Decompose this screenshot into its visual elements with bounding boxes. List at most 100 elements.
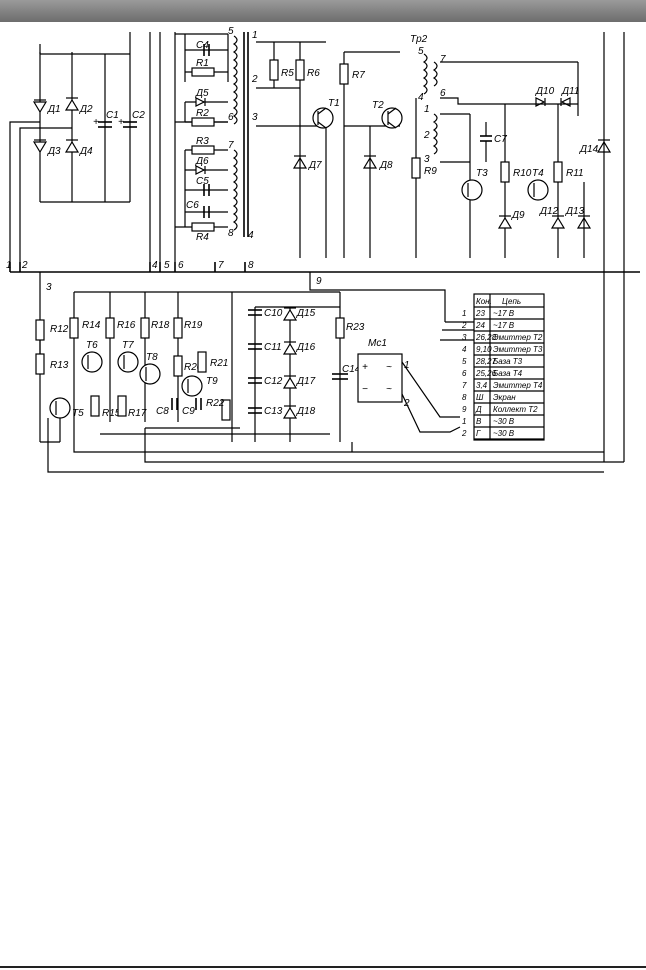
label-d13: Д13	[565, 206, 585, 217]
tr2-pin-2: 2	[423, 130, 430, 141]
diode-d17	[282, 375, 298, 389]
diode-d4	[64, 139, 80, 153]
diode-d6	[195, 165, 206, 175]
diode-d3	[32, 139, 48, 154]
bus-pin-6: 6	[178, 260, 184, 271]
label-c6: C6	[186, 200, 199, 211]
label-r16: R16	[117, 320, 136, 331]
capacitor-c12	[248, 377, 262, 384]
diode-d1	[32, 99, 48, 114]
tr2-pin-3: 3	[424, 154, 430, 165]
label-c5: C5	[196, 176, 209, 187]
label-r3: R3	[196, 136, 209, 147]
transistor-t2	[381, 107, 403, 129]
window-title-bar	[0, 0, 646, 22]
resistor-r12	[35, 319, 45, 341]
winding-pin-3: 3	[252, 112, 258, 123]
label-c1: C1	[106, 110, 119, 121]
bus-pin-5: 5	[164, 260, 170, 271]
capacitor-c5	[203, 184, 210, 196]
transistor-t3	[461, 179, 483, 201]
resistor-r11	[553, 161, 563, 183]
resistor-r10	[500, 161, 510, 183]
table-cell-circuit: База Т3	[493, 357, 523, 366]
label-r9: R9	[424, 166, 437, 177]
label-d11: Д11	[561, 86, 579, 97]
table-cell-circuit: ~17 B	[493, 309, 515, 318]
tr2-pin-7: 7	[440, 54, 446, 65]
label-d3: Д3	[47, 146, 61, 157]
mc1-tilde-2: ~	[386, 384, 392, 395]
table-side-number: 3	[462, 333, 467, 342]
label-c12: C12	[264, 376, 283, 387]
table-cell-contact: Ш	[476, 393, 484, 402]
label-r14: R14	[82, 320, 101, 331]
table-side-number: 6	[462, 369, 467, 378]
resistor-r14	[69, 317, 79, 339]
mc1-minus: −	[362, 384, 368, 395]
diode-d12	[550, 215, 566, 229]
winding-pin-7: 7	[228, 140, 234, 151]
label-t9: T9	[206, 376, 218, 387]
label-r13: R13	[50, 360, 69, 371]
label-tr2: Tp2	[410, 34, 428, 45]
table-header-cep: Цепь	[502, 297, 521, 306]
label-d14: Д14	[579, 144, 599, 155]
transistor-t5	[49, 397, 71, 419]
label-r22: R22	[206, 398, 225, 409]
transistor-t8	[139, 363, 161, 385]
table-cell-contact: Г	[476, 429, 481, 438]
label-r18: R18	[151, 320, 170, 331]
label-t5: T5	[72, 408, 84, 419]
label-t8: T8	[146, 352, 158, 363]
resistor-r6	[295, 59, 305, 81]
resistor-r15	[90, 395, 100, 417]
label-c13: C13	[264, 406, 283, 417]
label-mc1: Mc1	[368, 338, 387, 349]
winding-pin-6: 6	[228, 112, 234, 123]
mc1-pin-1: 1	[404, 360, 410, 371]
table-cell-contact: 28,27	[475, 357, 497, 366]
table-side-number: 2	[461, 321, 467, 330]
resistor-r5	[269, 59, 279, 81]
label-r11: R11	[566, 168, 584, 179]
label-c2: C2	[132, 110, 145, 121]
bus-pin-1: 1	[6, 260, 12, 271]
label-d5: Д5	[195, 88, 209, 99]
label-d7: Д7	[308, 160, 322, 171]
label-t4: T4	[532, 168, 544, 179]
label-r10: R10	[513, 168, 532, 179]
table-cell-contact: В	[476, 417, 482, 426]
label-r1: R1	[196, 58, 209, 69]
winding-pin-2: 2	[251, 74, 258, 85]
table-side-number: 9	[462, 405, 467, 414]
label-c8: C8	[156, 406, 169, 417]
bus-pin-2: 2	[21, 260, 28, 271]
label-d2: Д2	[79, 104, 93, 115]
bus-pin-7: 7	[218, 260, 224, 271]
table-cell-circuit: ~30 B	[493, 429, 515, 438]
bus-pin-3: 3	[46, 282, 52, 293]
table-side-number: 7	[462, 381, 467, 390]
label-d16: Д16	[296, 342, 316, 353]
capacitor-c10	[248, 309, 262, 316]
label-d4: Д4	[79, 146, 93, 157]
diode-d10	[535, 97, 546, 107]
table-cell-circuit: Эмиттер Т2	[493, 333, 543, 342]
label-c9: C9	[182, 406, 195, 417]
label-r20: R20	[184, 362, 203, 373]
table-cell-contact: 3,4	[476, 381, 488, 390]
label-r19: R19	[184, 320, 203, 331]
label-c11: C11	[264, 342, 282, 353]
label-r17: R17	[128, 408, 147, 419]
resistor-r21	[197, 351, 207, 373]
label-d15: Д15	[296, 308, 316, 319]
label-t6: T6	[86, 340, 98, 351]
rectifier-bridge: Д1 Д2 Д3 Д4 C1 C2 + +	[9, 32, 145, 262]
capacitor-c2	[123, 121, 137, 128]
bus-pin-9: 9	[316, 276, 322, 287]
capacitor-c8	[171, 398, 178, 410]
label-d6: Д6	[195, 156, 209, 167]
diode-d11	[560, 97, 571, 107]
label-r5: R5	[281, 68, 294, 79]
